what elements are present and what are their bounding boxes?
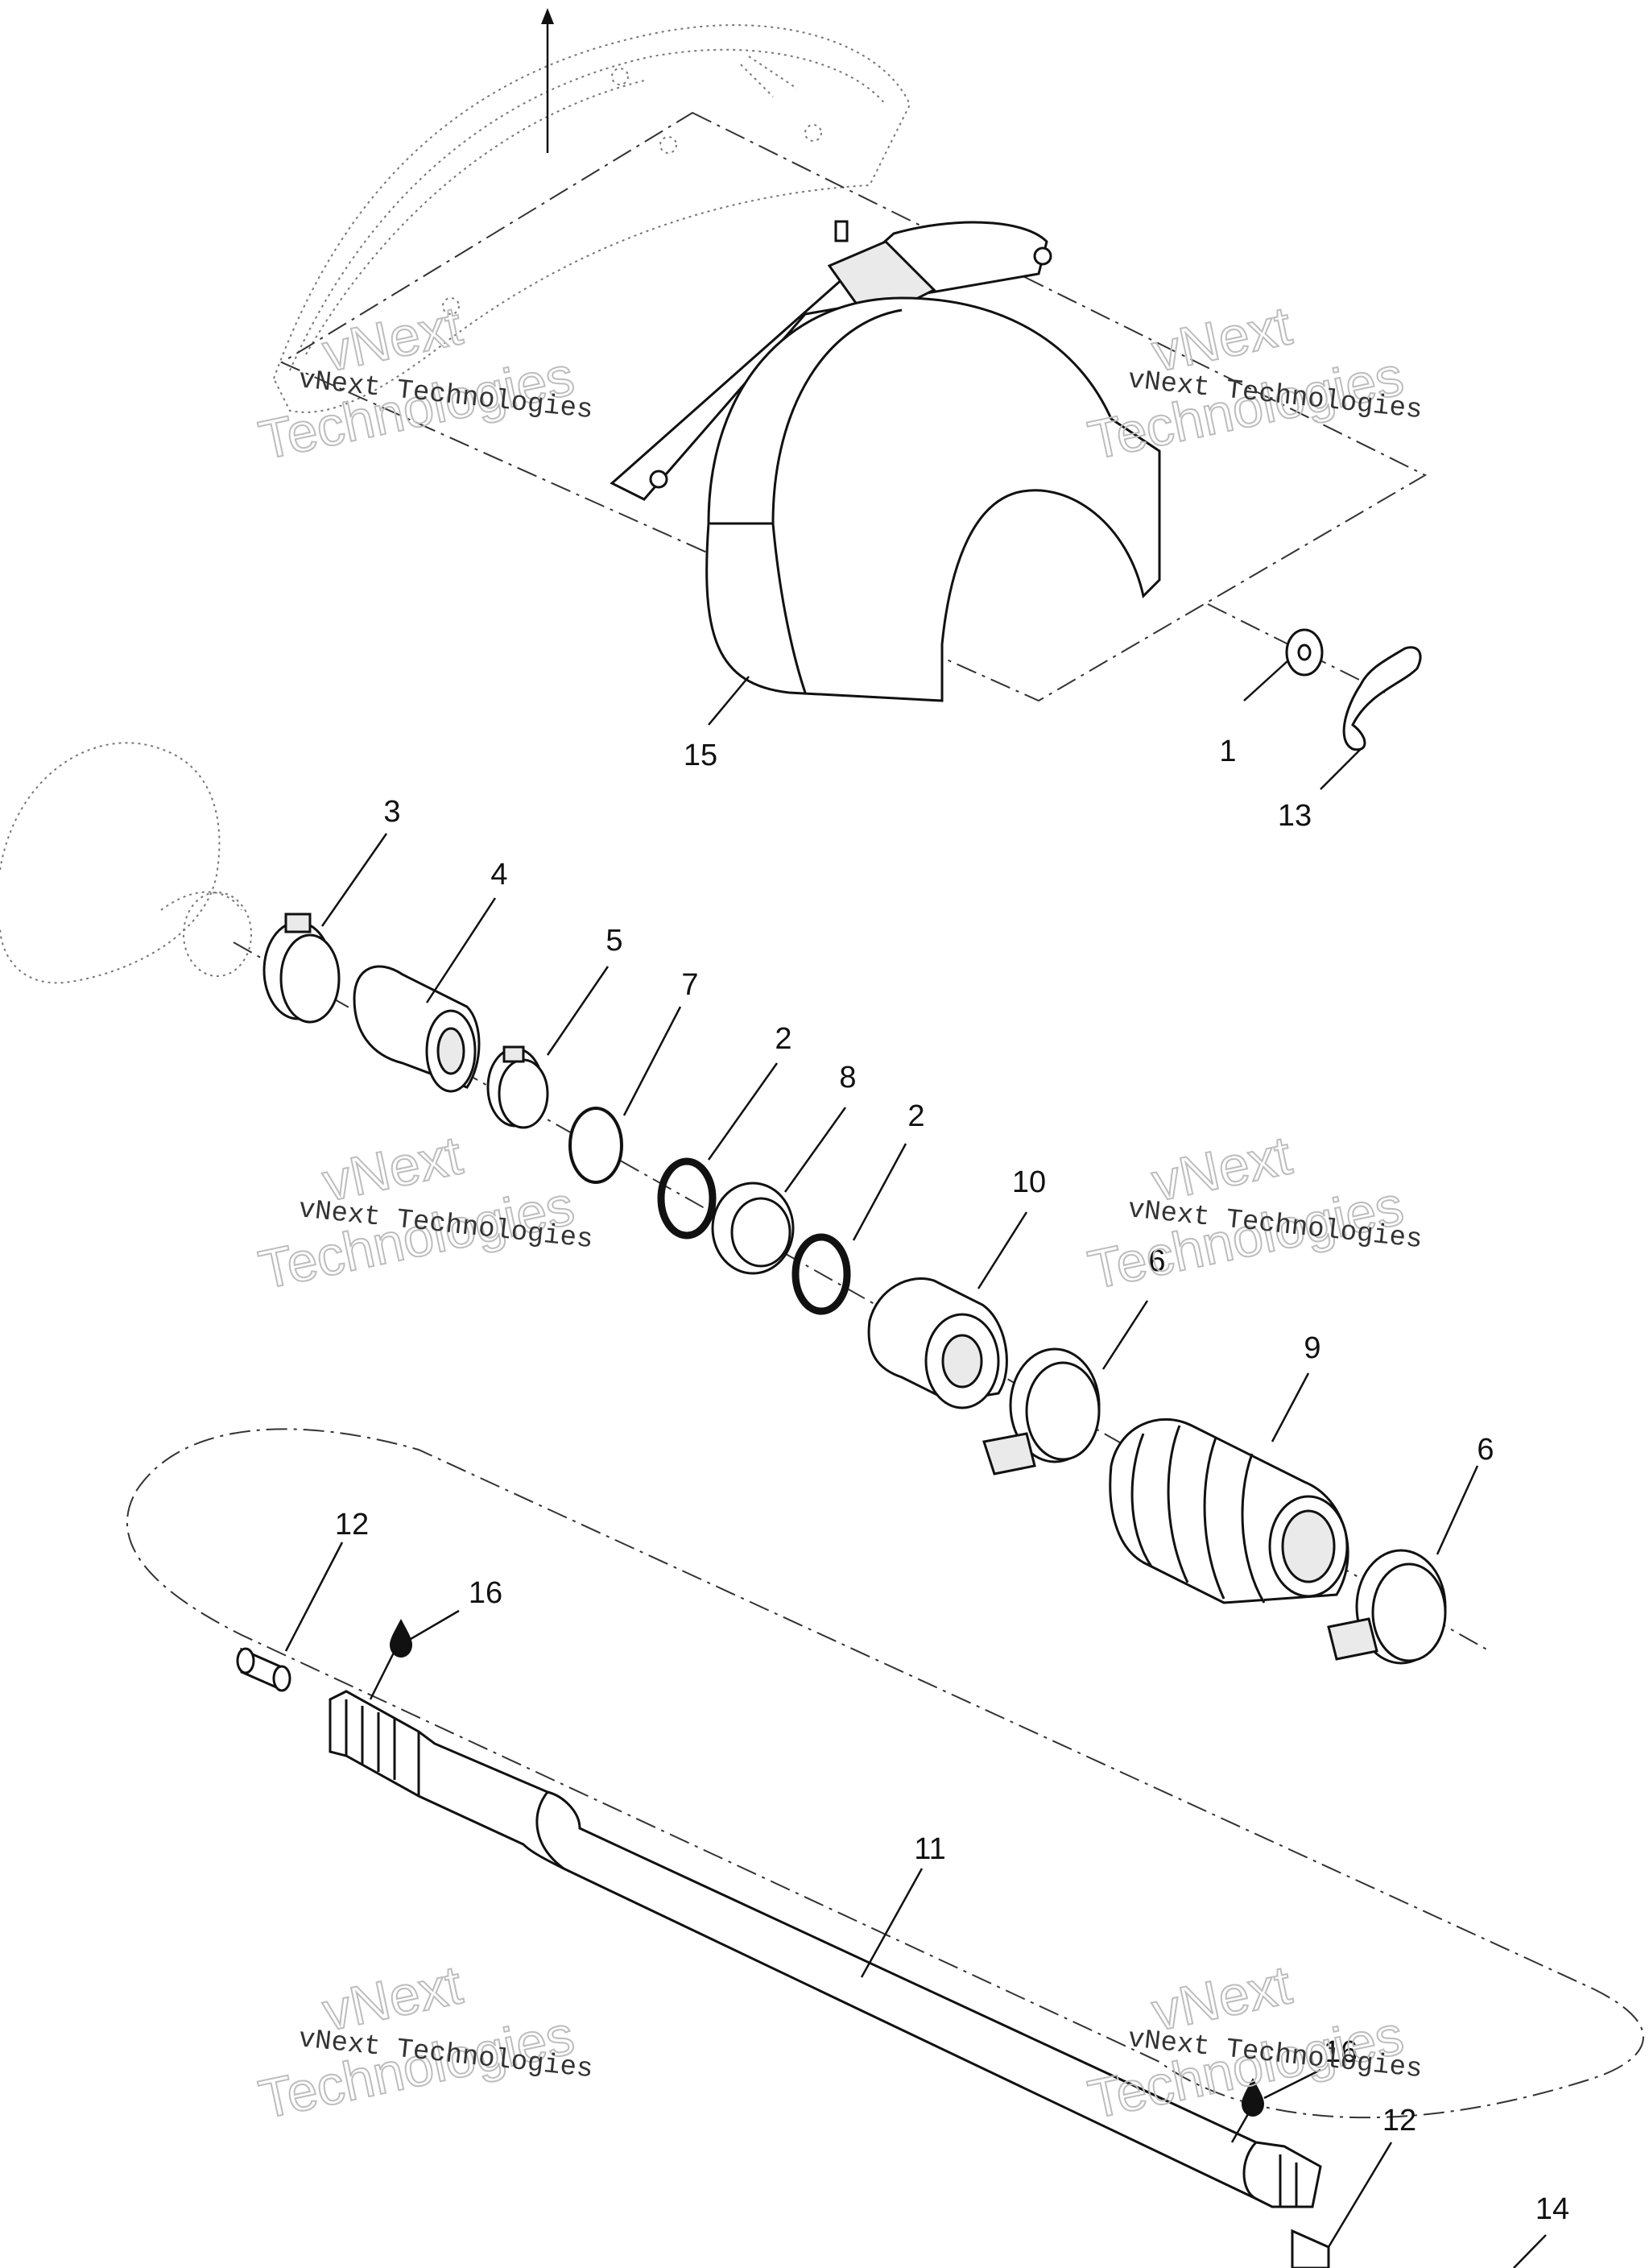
callout-6-b: 6 [1477, 1433, 1494, 1467]
part-4-coupler [353, 965, 481, 1093]
callout-13: 13 [1278, 799, 1312, 833]
watermark: vNext Technologies vNext Technologies [1082, 1124, 1424, 1302]
callout-2-b: 2 [907, 1099, 924, 1133]
callout-5: 5 [605, 924, 622, 958]
part-15-cover [610, 220, 1161, 702]
watermark: vNext Technologies vNext Technologies [253, 294, 594, 472]
callout-12-b: 12 [1382, 2104, 1416, 2138]
part-1-washer [1285, 628, 1324, 677]
callout-4: 4 [490, 858, 507, 892]
part-5-clamp [486, 1045, 549, 1129]
callout-2-a: 2 [775, 1022, 791, 1056]
assembly-boundary-top [279, 111, 1428, 702]
callout-10: 10 [1012, 1165, 1046, 1199]
droplet-icon [1242, 2078, 1264, 2117]
part-3-clamp [262, 913, 341, 1024]
part-6-hose-clamp-b [1327, 1549, 1447, 1665]
callout-14: 14 [1535, 2192, 1569, 2226]
droplet-icon [390, 1619, 412, 1658]
callout-6-a: 6 [1148, 1244, 1165, 1278]
part-12-boss-a [236, 1647, 291, 1692]
callout-9: 9 [1304, 1331, 1320, 1365]
callout-7: 7 [681, 968, 698, 1002]
callout-1: 1 [1219, 735, 1236, 768]
callout-16-a: 16 [469, 1576, 502, 1610]
hull-reference-outline [0, 24, 911, 984]
callout-16-b: 16 [1324, 2035, 1358, 2069]
shaft-assembly-boundary [126, 1428, 1644, 2119]
callout-12-a: 12 [335, 1508, 369, 1542]
watermark: vNext Technologies vNext Technologies [253, 1953, 594, 2131]
leader-lines [284, 660, 1547, 2268]
fastener-axis-line [1207, 603, 1386, 693]
part-2-o-ring-a [657, 1157, 717, 1240]
part-7-o-ring [568, 1107, 623, 1184]
callout-11: 11 [914, 1832, 945, 1866]
part-2-o-ring-b [791, 1233, 851, 1315]
callout-labels: 15 1 13 3 4 5 7 2 8 2 10 6 9 6 12 16 11 … [335, 735, 1569, 2226]
part-6-hose-clamp-a [982, 1347, 1101, 1475]
arrow-up-icon [541, 8, 554, 153]
watermark: vNext Technologies vNext Technologies [253, 1124, 594, 1302]
part-8-carbon-ring [711, 1182, 795, 1275]
part-12-boss-b [1291, 2229, 1330, 2268]
callout-3: 3 [383, 795, 400, 829]
part-10-floating-ring [867, 1277, 1008, 1409]
callout-8: 8 [839, 1061, 856, 1095]
part-13-wing-nut [1342, 646, 1422, 751]
part-11-drive-shaft [329, 1690, 1322, 2208]
callout-15: 15 [684, 739, 717, 772]
watermark: vNext Technologies vNext Technologies [1082, 294, 1424, 472]
part-9-bellows [1109, 1418, 1349, 1604]
